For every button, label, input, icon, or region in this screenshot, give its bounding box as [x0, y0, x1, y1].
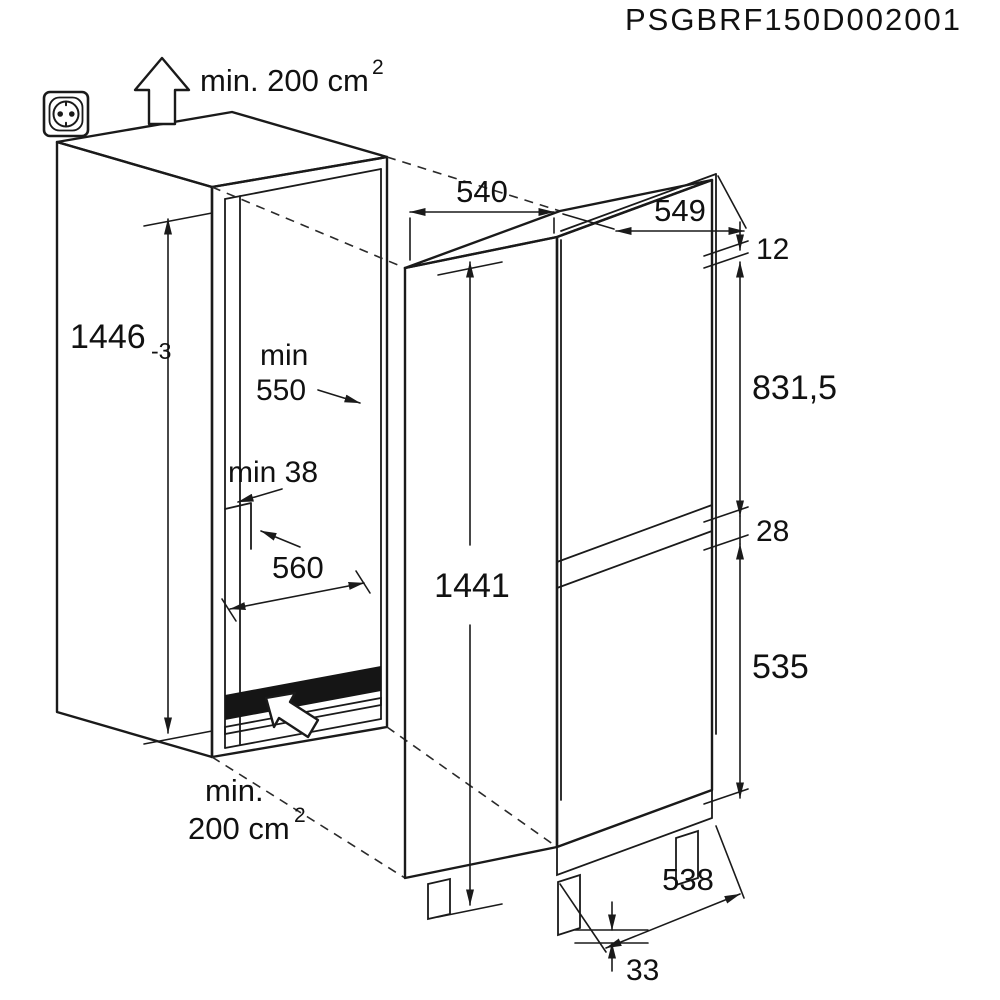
appliance-depth-label: 549: [654, 193, 706, 228]
niche-height-tolerance-label: -3: [151, 338, 171, 364]
vent-top-superscript: 2: [372, 56, 384, 79]
appliance-drawing: [403, 173, 717, 937]
niche-vent-grille: [225, 666, 381, 720]
niche-depth-min-value: 550: [256, 374, 306, 407]
hinge-gap-label: 28: [756, 515, 789, 548]
niche-interior-lines: [224, 168, 382, 749]
top-gap-label: 12: [756, 233, 789, 266]
dim-plinth-height: 33: [574, 901, 659, 987]
niche-side-panel: [55, 140, 214, 759]
projection-lines: [211, 156, 561, 879]
dim-right-stack: 12 831,5 28 535: [703, 221, 837, 805]
lower-door-height-label: 535: [752, 648, 809, 686]
wall-thickness-label: min 38: [228, 456, 318, 489]
door-gap-upper-line: [556, 504, 713, 563]
upper-door-height-label: 831,5: [752, 369, 837, 407]
vent-arrow-top-icon: [133, 56, 191, 126]
niche-height-label: 1446: [70, 318, 146, 356]
part-number-label: PSGBRF150D002001: [625, 2, 962, 37]
appliance-foot: [427, 877, 451, 921]
dim-bottom-depth: 538: [559, 825, 745, 953]
vent-bottom-label: min. 200 cm 2: [188, 773, 306, 846]
appliance-plinth: [556, 788, 713, 877]
dim-niche-width: 560: [221, 550, 371, 622]
niche-drawing: [55, 110, 389, 759]
appliance-foot: [557, 873, 581, 937]
appliance-width-label: 540: [456, 174, 508, 209]
vent-bottom-line2: 200 cm: [188, 811, 290, 846]
vent-top-label: min. 200 cm 2: [200, 56, 384, 98]
niche-width-label: 560: [272, 550, 324, 585]
bottom-depth-label: 538: [662, 862, 714, 897]
appliance-side-face: [403, 235, 559, 880]
socket-icon: [42, 90, 90, 138]
vent-bottom-superscript: 2: [294, 804, 306, 827]
dim-appliance-width: 540: [409, 174, 555, 261]
appliance-height-label: 1441: [434, 567, 510, 605]
niche-plinth-strip: [224, 696, 382, 736]
niche-wall-step-lines: [224, 502, 252, 550]
dim-wall-thickness: min 38: [228, 456, 318, 548]
vent-top-text: min. 200 cm: [200, 63, 369, 98]
dim-niche-depth-min: min 550: [256, 339, 361, 407]
door-gap-lower-line: [556, 530, 713, 589]
vent-bottom-line1: min.: [205, 773, 264, 808]
appliance-door-lines: [556, 173, 717, 801]
appliance-foot: [675, 829, 699, 887]
vent-arrow-bottom-icon: [264, 691, 320, 739]
dim-appliance-depth: 549: [562, 175, 747, 235]
dim-appliance-height: 1441: [434, 261, 510, 918]
niche-top-face: [55, 110, 389, 189]
plinth-height-label: 33: [626, 954, 659, 987]
dim-niche-height: 1446 -3: [70, 212, 213, 745]
niche-depth-min-word: min: [260, 339, 308, 372]
